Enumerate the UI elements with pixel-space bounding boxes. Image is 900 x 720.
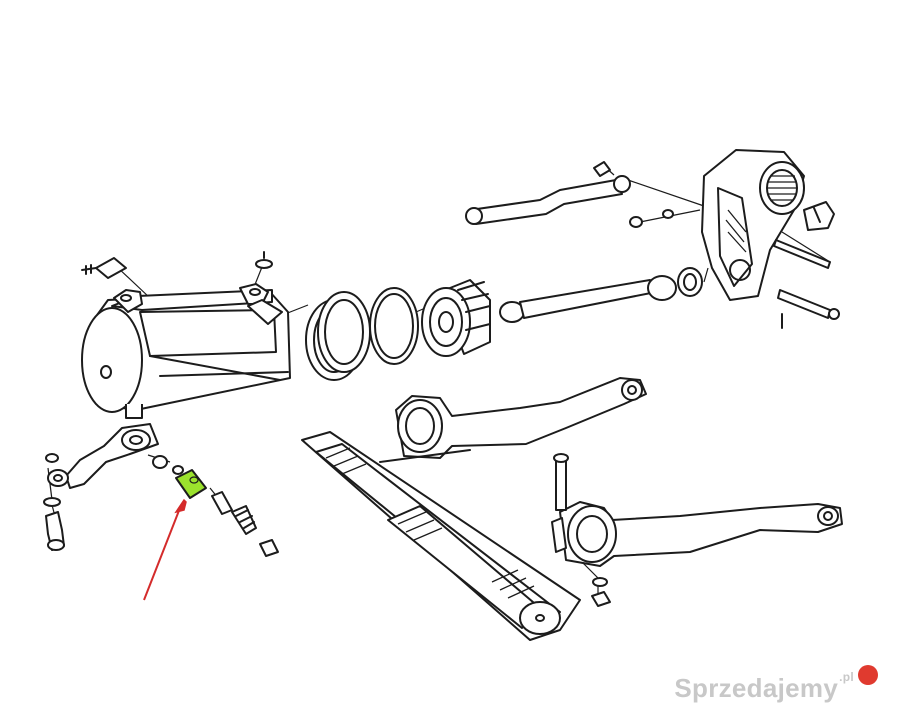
watermark-logo: Sprzedajemy.pl	[674, 664, 878, 704]
housing-bolts	[773, 239, 840, 329]
highlighted-fitting-part	[175, 469, 207, 499]
connecting-rod	[499, 267, 703, 323]
piston-rings	[305, 287, 419, 381]
left-lever-bracket	[47, 423, 159, 489]
lower-lift-arm	[551, 501, 843, 567]
watermark-brand: Sprzedajemy	[674, 673, 839, 703]
splined-cross-shaft	[301, 431, 581, 641]
upper-linkage-rod	[465, 161, 674, 228]
piston-part	[421, 279, 491, 357]
watermark-tld: .pl	[839, 669, 854, 684]
lower-arm-bolt	[553, 453, 611, 607]
grease-nipple-part	[81, 257, 127, 279]
top-washer-part	[255, 251, 273, 269]
pointer-arrow	[143, 498, 187, 601]
valve-parts	[152, 455, 279, 557]
lift-housing	[701, 149, 835, 301]
watermark-badge-icon	[858, 664, 878, 685]
hydraulic-cylinder	[81, 283, 291, 419]
left-bolt-stack	[43, 453, 65, 551]
upper-lift-arm	[379, 377, 647, 463]
